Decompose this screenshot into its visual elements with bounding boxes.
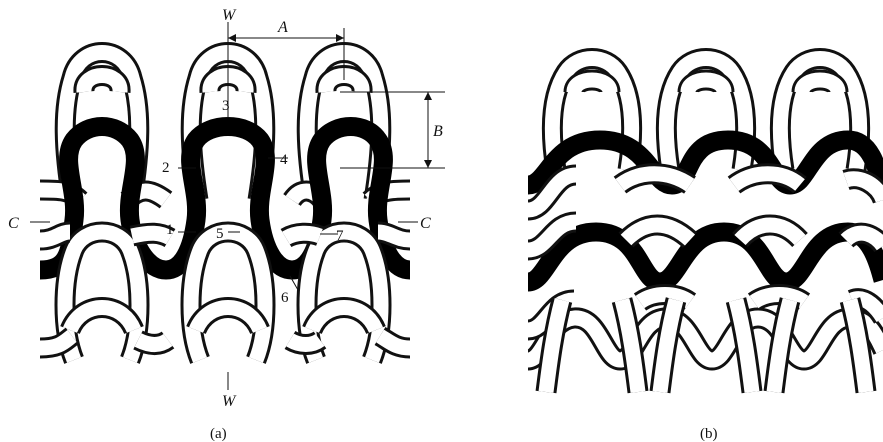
caption-a: (a) [210, 426, 227, 442]
a-bottom-arc-2-core [312, 308, 376, 331]
b-black-course-lower [528, 232, 883, 282]
label-point-7: 7 [336, 228, 344, 244]
label-wale-spacing: A [277, 19, 288, 36]
label-wale-bottom: W [222, 393, 237, 410]
label-point-4: 4 [280, 152, 288, 168]
a-black-course [40, 127, 410, 271]
label-point-6: 6 [281, 290, 289, 306]
b-white-course-lower-core [528, 318, 883, 360]
label-point-5: 5 [216, 226, 224, 242]
a-white-course-bottom-core [40, 336, 410, 348]
label-course-spacing: B [433, 123, 443, 140]
label-course-left: C [8, 215, 19, 232]
a-white-course-upper [40, 190, 410, 200]
label-point-1: 1 [166, 222, 174, 238]
a-bottom-arc-0-core [70, 308, 134, 331]
panel-a-weft-knit-diagram: W W A B C C 1 2 3 4 5 6 7 (a) [8, 7, 445, 442]
a-bottom-arc-1-core [196, 308, 260, 331]
label-course-right: C [420, 215, 431, 232]
a-white-course-bottom [40, 336, 410, 348]
a-white-course-upper-core [40, 190, 410, 200]
b-white-course-upper-core [528, 174, 883, 210]
label-point-3: 3 [222, 98, 230, 114]
label-wale-top: W [222, 7, 237, 24]
b-black-course-upper [528, 140, 883, 190]
panel-b-weft-knit-diagram: (b) [528, 59, 883, 442]
label-point-2: 2 [162, 160, 170, 176]
caption-b: (b) [700, 426, 718, 442]
b-white-course-upper [528, 174, 883, 210]
